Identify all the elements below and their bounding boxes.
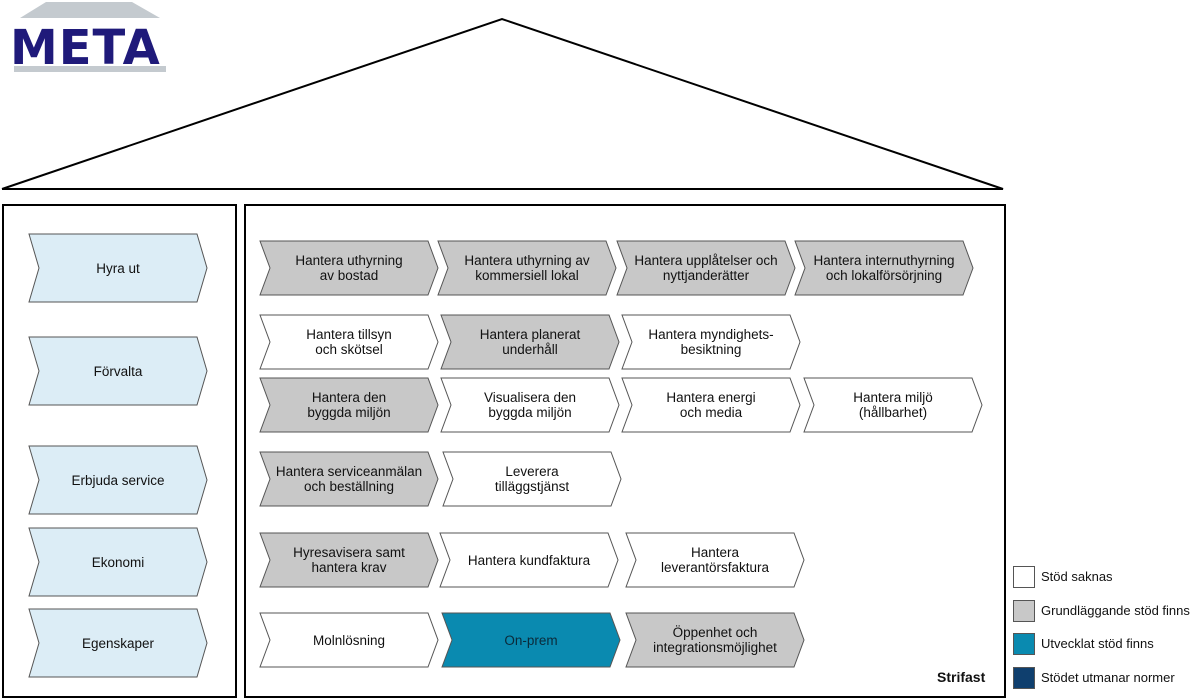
process-chevron <box>439 532 619 588</box>
legend-swatch <box>1013 633 1035 655</box>
process-chevron <box>437 240 617 296</box>
process-chevron <box>259 451 439 507</box>
process-chevron <box>440 314 620 370</box>
process-chevron <box>440 377 620 433</box>
legend-swatch <box>1013 600 1035 622</box>
process-chevron <box>794 240 974 296</box>
process-chevron <box>621 314 801 370</box>
process-chevron <box>803 377 983 433</box>
category-chevron <box>28 233 208 303</box>
process-chevron <box>259 532 439 588</box>
category-panel <box>2 204 237 698</box>
legend-label: Grundläggande stöd finns <box>1041 603 1190 618</box>
process-chevron <box>259 612 439 668</box>
legend-swatch <box>1013 566 1035 588</box>
category-chevron <box>28 445 208 515</box>
process-chevron <box>625 612 805 668</box>
process-chevron <box>441 612 621 668</box>
legend-label: Stöd saknas <box>1041 569 1113 584</box>
process-chevron <box>259 314 439 370</box>
process-chevron <box>442 451 622 507</box>
process-chevron <box>259 240 439 296</box>
process-chevron <box>616 240 796 296</box>
logo-roof-icon <box>14 2 166 72</box>
process-panel <box>244 204 1006 698</box>
category-chevron <box>28 527 208 597</box>
process-chevron <box>259 377 439 433</box>
legend-label: Utvecklat stöd finns <box>1041 636 1154 651</box>
process-chevron <box>621 377 801 433</box>
process-chevron <box>625 532 805 588</box>
category-chevron <box>28 336 208 406</box>
legend-label: Stödet utmanar normer <box>1041 670 1175 685</box>
house-roof <box>1 17 1004 190</box>
category-chevron <box>28 608 208 678</box>
footer-label: Strifast <box>937 669 986 685</box>
legend-swatch <box>1013 667 1035 689</box>
logo-text: META <box>10 20 161 76</box>
